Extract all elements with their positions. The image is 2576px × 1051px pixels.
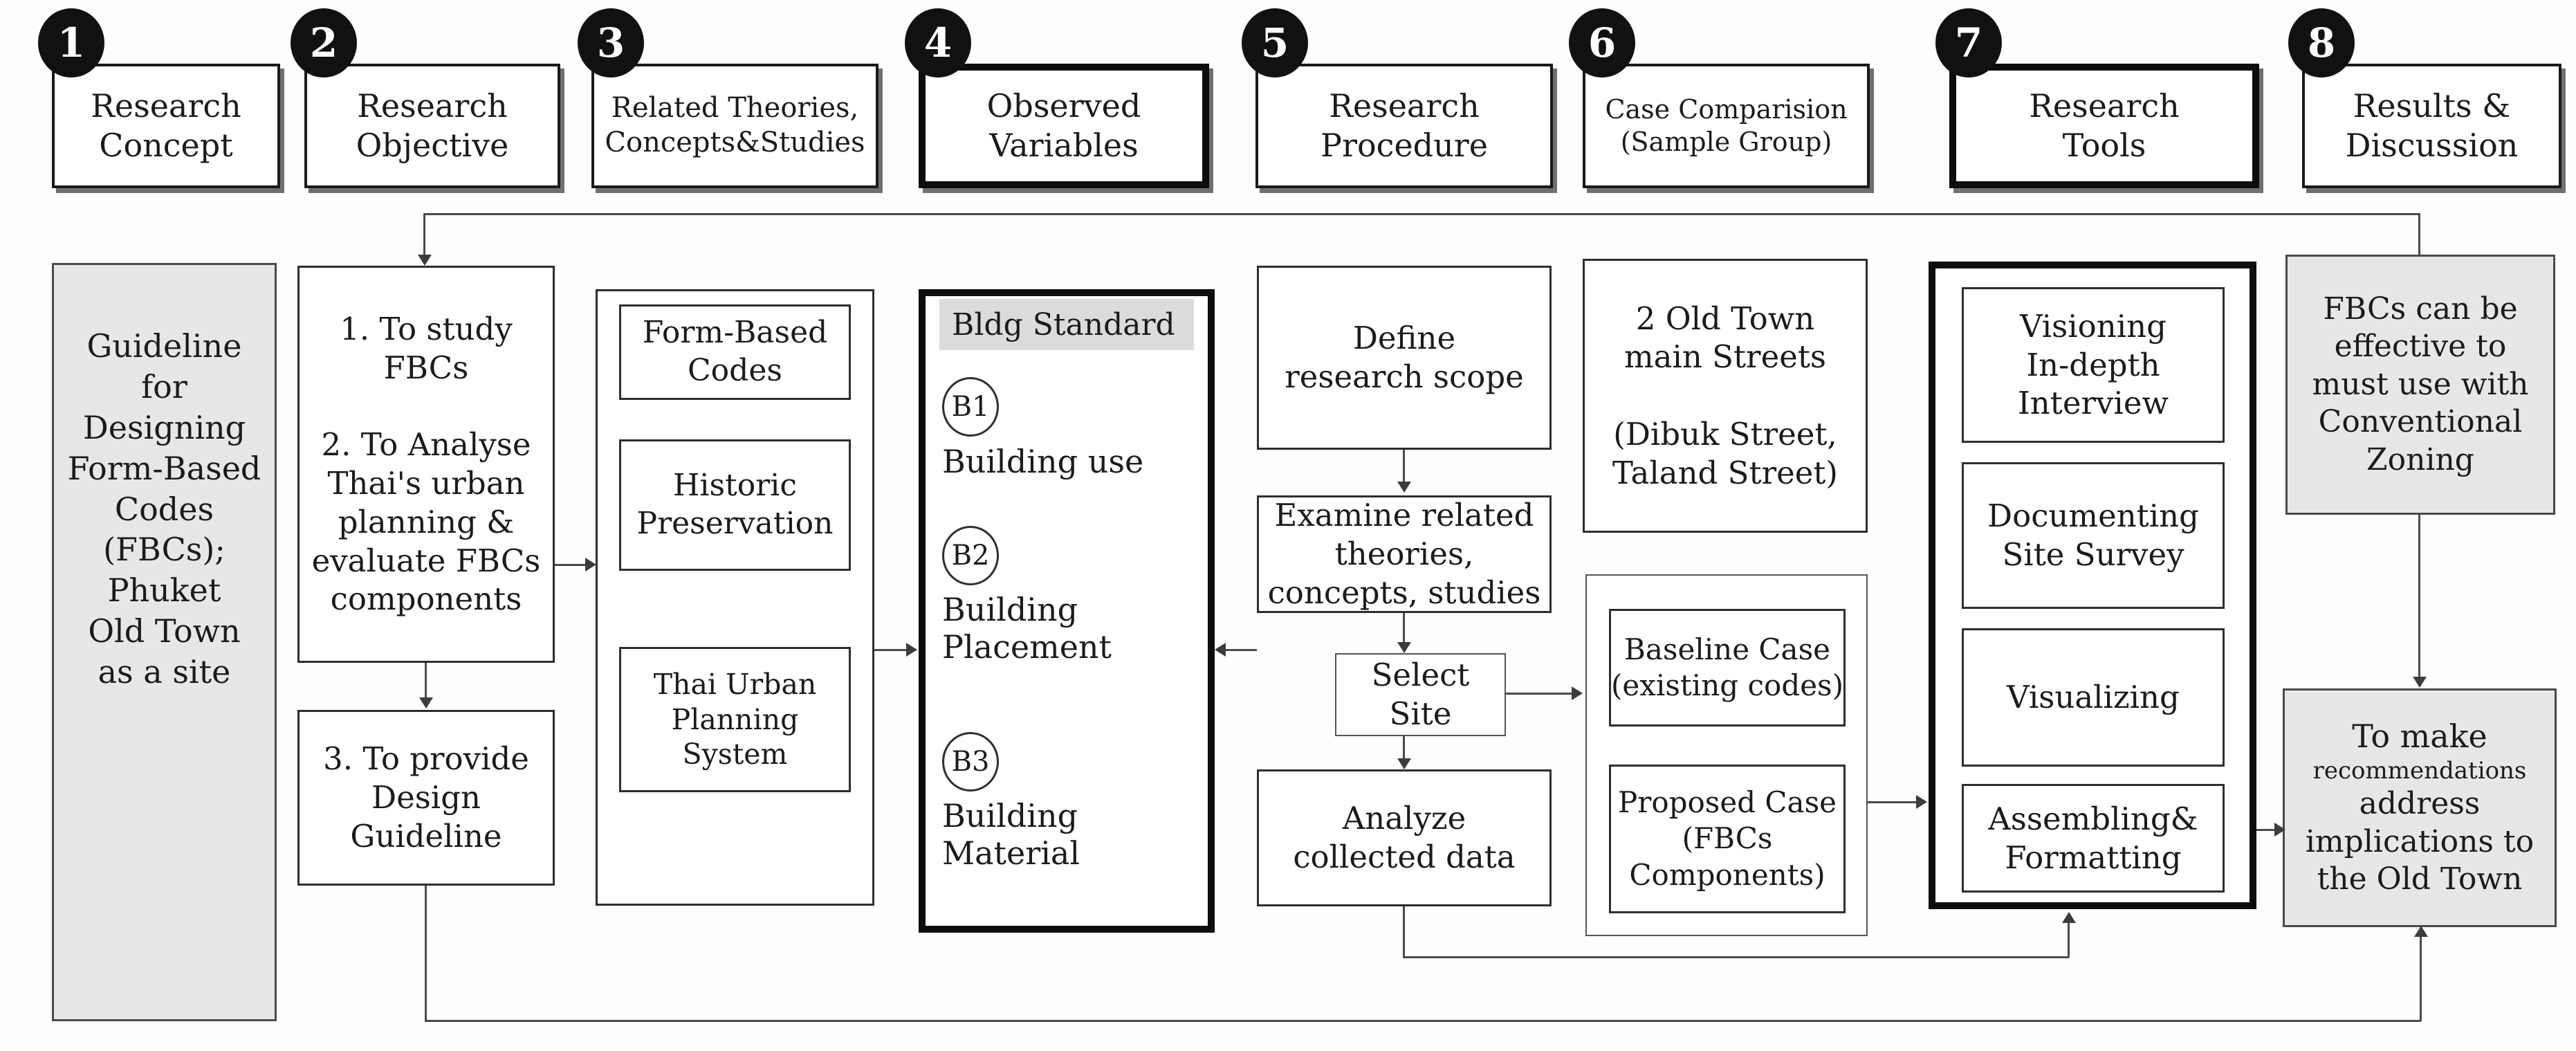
arrowhead-to-theories	[585, 558, 596, 572]
arrowhead-to-variables-left	[906, 643, 917, 657]
objectives-to-theories-line	[555, 564, 588, 566]
select-to-analyze-line	[1403, 736, 1405, 760]
proposed-case-box: Proposed Case (FBCs Components)	[1609, 765, 1846, 913]
arrowhead-to-objectives	[418, 255, 432, 266]
objectives-down-line	[425, 663, 427, 699]
recommendations-line-small: recommendations	[2312, 757, 2527, 785]
feedback-guideline-drop-line	[425, 886, 427, 1021]
feedback-guideline-rise-line	[2420, 935, 2422, 1021]
arrowhead-feedback-tools	[2062, 912, 2076, 923]
top-connector-line	[423, 213, 2420, 215]
arrowhead-to-tools	[1916, 795, 1927, 809]
cases-to-tools-line	[1868, 801, 1919, 803]
arrowhead-feedback-recommendations	[2414, 926, 2428, 937]
b2-label: Building Placement	[942, 591, 1112, 666]
b2-circle-icon: B2	[942, 526, 999, 585]
header-research-tools: Research Tools	[1949, 64, 2259, 188]
objectives-1-2-box: 1. To study FBCs 2. To Analyse Thai's ur…	[297, 266, 555, 663]
select-to-cases-line	[1506, 693, 1574, 695]
objective-3-box: 3. To provide Design Guideline	[297, 710, 555, 886]
assembling-formatting-box: Assembling& Formatting	[1962, 784, 2225, 893]
guideline-concept-box: Guideline for Designing Form-Based Codes…	[52, 263, 277, 1021]
recommendations-line-rest: address implications to the Old Town	[2305, 786, 2534, 897]
arrowhead-to-analyze	[1397, 758, 1411, 769]
header-results-discussion: Results & Discussion	[2302, 64, 2561, 188]
b1-circle-icon: B1	[942, 377, 999, 437]
bldg-standard-highlight: Bldg Standard	[939, 299, 1194, 350]
header-research-concept: Research Concept	[52, 64, 280, 188]
arrowhead-to-select-site	[1397, 642, 1411, 653]
b3-circle-icon: B3	[942, 732, 999, 792]
b1-label: Building use	[942, 443, 1144, 480]
visioning-interview-box: Visioning In-depth Interview	[1962, 287, 2225, 443]
define-to-examine-line	[1403, 450, 1405, 483]
header-observed-variables: Observed Variables	[919, 64, 1209, 188]
header-case-comparison: Case Comparision (Sample Group)	[1583, 64, 1870, 188]
select-site-box: Select Site	[1335, 653, 1506, 736]
arrowhead-to-objective3	[419, 697, 433, 709]
top-left-drop-line	[423, 213, 425, 256]
theories-to-variables-line	[874, 649, 908, 651]
finding-to-recommendations-line	[2418, 515, 2420, 678]
arrowhead-to-recommendations-top	[2413, 677, 2427, 688]
header-related-theories: Related Theories, Concepts&Studies	[591, 64, 878, 188]
recommendations-line-large: To make	[2352, 718, 2487, 756]
form-based-codes-box: Form-Based Codes	[619, 304, 851, 400]
feedback-analyze-bottom-line	[1403, 956, 2069, 958]
top-right-drop-line	[2418, 213, 2420, 255]
step-5-badge: 5	[1242, 8, 1308, 77]
arrowhead-to-variables-right	[1215, 643, 1226, 657]
fbcs-finding-box: FBCs can be effective to must use with C…	[2285, 255, 2555, 515]
arrowhead-to-examine	[1397, 482, 1411, 493]
examine-to-select-line	[1403, 613, 1405, 643]
feedback-analyze-drop-line	[1403, 906, 1405, 958]
recommendations-box: To make recommendations address implicat…	[2283, 688, 2557, 927]
header-research-procedure: Research Procedure	[1255, 64, 1553, 188]
feedback-guideline-bottom-line	[425, 1020, 2421, 1022]
examine-to-variables-line	[1226, 649, 1257, 651]
step-4-badge: 4	[905, 8, 971, 77]
historic-preservation-box: Historic Preservation	[619, 439, 851, 571]
arrowhead-to-baseline	[1572, 686, 1583, 700]
analyze-data-box: Analyze collected data	[1257, 769, 1552, 906]
visualizing-box: Visualizing	[1962, 628, 2225, 767]
step-8-badge: 8	[2288, 8, 2355, 77]
step-6-badge: 6	[1569, 8, 1635, 77]
thai-urban-planning-box: Thai Urban Planning System	[619, 647, 851, 792]
step-7-badge: 7	[1935, 8, 2002, 77]
documenting-survey-box: Documenting Site Survey	[1962, 462, 2225, 609]
define-scope-box: Define research scope	[1257, 266, 1552, 450]
b3-label: Building Material	[942, 797, 1080, 872]
step-1-badge: 1	[38, 8, 104, 77]
examine-theories-box: Examine related theories, concepts, stud…	[1257, 495, 1552, 613]
header-research-objective: Research Objective	[304, 64, 560, 188]
tools-to-recommendations-line	[2256, 829, 2280, 831]
arrowhead-to-recommendations	[2274, 823, 2285, 837]
step-3-badge: 3	[578, 8, 644, 77]
feedback-analyze-rise-line	[2068, 923, 2070, 958]
step-2-badge: 2	[291, 8, 357, 77]
baseline-case-box: Baseline Case (existing codes)	[1609, 609, 1846, 726]
old-town-streets-box: 2 Old Town main Streets (Dibuk Street, T…	[1583, 259, 1868, 533]
